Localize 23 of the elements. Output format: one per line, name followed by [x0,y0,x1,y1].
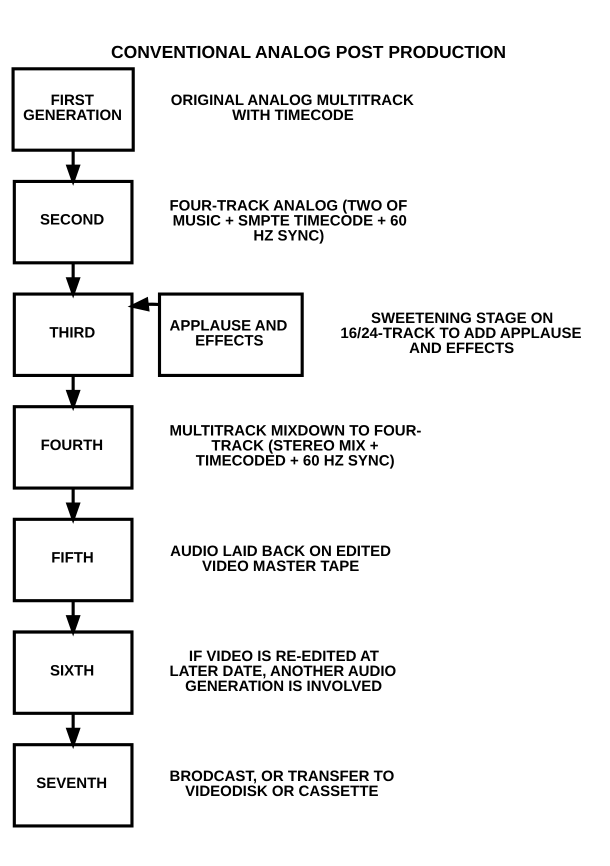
node-box: THIRD [12,292,134,377]
arrow [66,714,81,750]
diagram-title: CONVENTIONAL ANALOG POST PRODUCTION [111,42,506,62]
node-label: ORIGINAL ANALOG MULTITRACK WITH TIMECODE [170,92,414,124]
node-box: SEVENTH [12,743,134,828]
arrow [66,150,81,186]
node-box: APPLAUSE AND EFFECTS [158,292,304,377]
node-label: IF VIDEO IS RE-EDITED AT LATER DATE, ANOTHER AUDIO GENERATION IS INVOLVED [170,648,396,695]
node-box: FIRST GENERATION [12,67,135,152]
arrow [128,296,160,312]
arrow [66,488,81,524]
node-label: MULTITRACK MIXDOWN TO FOUR-TRACK (STEREO MIX + TIMECODED + 60 HZ SYNC) [170,422,422,470]
node-box: SECOND [12,180,134,264]
node-box: FOURTH [12,405,134,490]
node-box: FIFTH [12,518,134,602]
arrow [66,263,81,299]
node-label: AUDIO LAID BACK ON EDITED VIDEO MASTER TAPE [170,542,391,575]
node-label: SWEETENING STAGE ON 16/24-TRACK TO ADD APPLAUSE AND EFFECTS [340,310,582,358]
arrow [66,376,81,412]
node-label: BRODCAST, OR TRANSFER TO VIDEODISK OR CASSETTE [170,768,394,800]
arrow [66,601,81,636]
node-label: FOUR-TRACK ANALOG (TWO OF MUSIC + SMPTE TIMECODE + 60 HZ SYNC) [170,197,408,244]
node-box: SIXTH [12,630,134,715]
